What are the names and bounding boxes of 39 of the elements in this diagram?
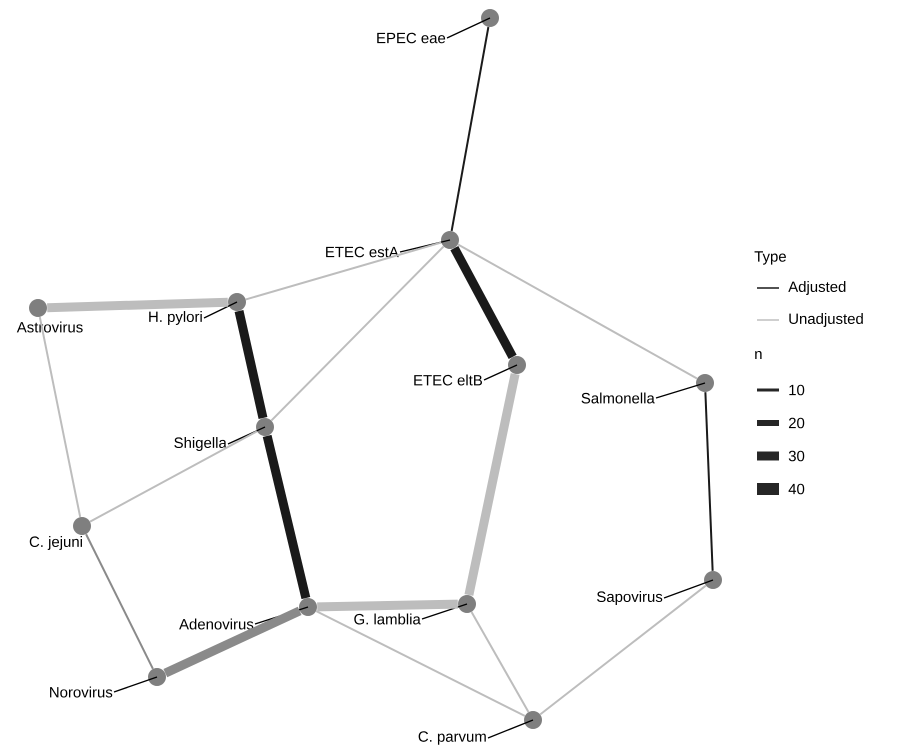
network-edge bbox=[163, 606, 302, 678]
legend-item: 20 bbox=[757, 418, 804, 428]
network-edge bbox=[38, 316, 82, 518]
node-label: ETEC eltB bbox=[414, 374, 482, 386]
legend-item: Adjusted bbox=[757, 281, 846, 295]
network-edge bbox=[540, 584, 706, 716]
node-label: C. jejuni bbox=[30, 536, 82, 550]
network-edge bbox=[270, 246, 444, 422]
node-label: G. lamblia bbox=[354, 614, 421, 624]
legend-item: 30 bbox=[757, 450, 804, 462]
network-edge bbox=[246, 242, 442, 300]
network-edge bbox=[234, 310, 268, 419]
node-label: Adenovirus bbox=[179, 618, 254, 630]
legend-title: Type bbox=[754, 251, 786, 265]
network-edge bbox=[262, 434, 310, 600]
node-label: Astrovirus bbox=[16, 322, 83, 332]
node-label: C. parvum bbox=[418, 731, 486, 745]
network-edge bbox=[47, 298, 228, 312]
legend-item: 10 bbox=[757, 384, 804, 396]
node-label: Salmonella bbox=[582, 392, 655, 404]
network-edge bbox=[90, 430, 258, 522]
network-edge bbox=[316, 610, 526, 717]
node-label: Shigella bbox=[174, 437, 227, 451]
node-label: ETEC estA bbox=[326, 246, 399, 258]
network-edge bbox=[317, 600, 458, 612]
node-label: H. pylori bbox=[149, 311, 202, 325]
network-edge bbox=[458, 244, 698, 380]
network-edge bbox=[450, 26, 490, 232]
network-edge bbox=[85, 534, 154, 670]
network-edge bbox=[464, 373, 520, 596]
legend-item: Unadjusted bbox=[757, 313, 863, 327]
legend-item: 40 bbox=[757, 483, 804, 495]
legend-title: n bbox=[755, 351, 762, 360]
node-label: Sapovirus bbox=[597, 591, 662, 605]
network-edge bbox=[470, 612, 530, 712]
node-label: EPEC eae bbox=[377, 32, 446, 44]
network-edge bbox=[450, 246, 517, 360]
network-edge bbox=[704, 392, 714, 571]
node-label: Norovirus bbox=[50, 686, 112, 698]
